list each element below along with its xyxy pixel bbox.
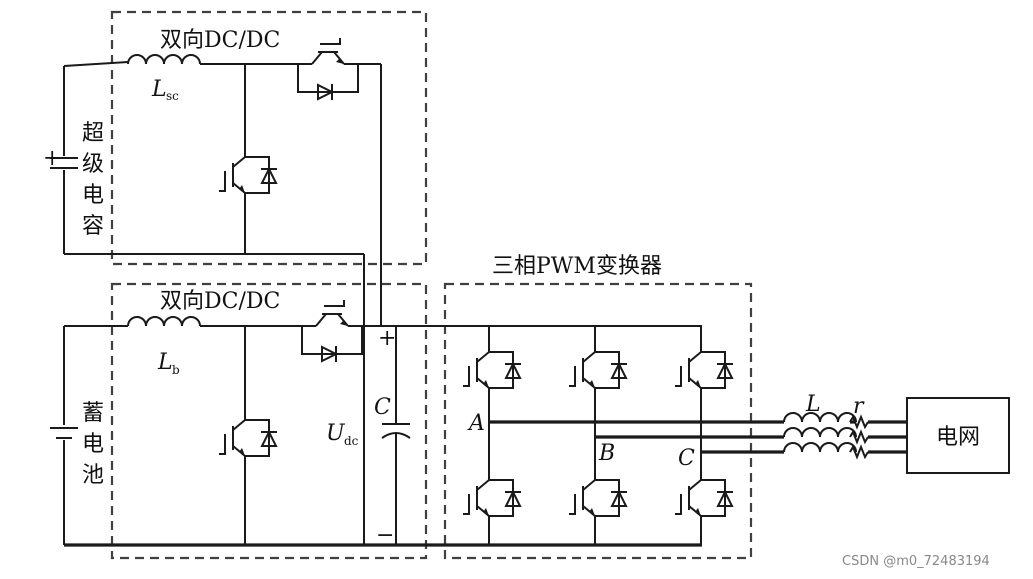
phase-c-label: C [678, 446, 695, 471]
upper-series-switch [291, 37, 365, 101]
watermark: CSDN @m0_72483194 [842, 554, 990, 569]
plus-sign: + [378, 326, 396, 351]
inverter-legs [462, 326, 734, 545]
battery-char-1: 蓄 [82, 401, 104, 426]
cap-label: C [374, 395, 391, 420]
udc-main: U [326, 421, 346, 446]
lower-series-switch [295, 299, 369, 363]
supercapacitor: + [43, 61, 364, 255]
supercap-char-2: 级 [82, 152, 104, 177]
lower-shunt-switch [218, 409, 278, 467]
udc-sub: dc [344, 434, 359, 448]
filter-l-label: L [805, 392, 821, 417]
lsc-main: L [151, 77, 167, 102]
lb-main: L [157, 350, 173, 375]
filter-r-label: r [853, 394, 865, 419]
battery [50, 325, 128, 545]
supercap-char-4: 容 [82, 214, 104, 239]
inductor-lsc [127, 54, 201, 65]
supercap-char-3: 电 [82, 183, 104, 208]
lower-converter-label: 双向DC/DC [160, 289, 280, 314]
inductor-lb [127, 316, 201, 327]
svg-text:+: + [43, 146, 61, 171]
upper-converter-label: 双向DC/DC [160, 28, 280, 53]
lower-dcdc-box [110, 282, 428, 560]
battery-char-2: 电 [82, 432, 104, 457]
minus-sign: − [376, 523, 394, 548]
inverter-label: 三相PWM变换器 [492, 254, 662, 279]
lsc-sub: sc [166, 89, 179, 103]
phase-b-label: B [598, 441, 615, 466]
battery-char-3: 池 [82, 463, 104, 488]
upper-dcdc-box [110, 10, 428, 266]
upper-shunt-switch [218, 146, 278, 204]
phase-lines [489, 412, 907, 458]
phase-a-label: A [467, 411, 485, 436]
grid-box [906, 397, 1010, 474]
dc-capacitor [381, 326, 411, 545]
grid-label: 电网 [936, 425, 980, 450]
lb-sub: b [172, 363, 180, 377]
supercap-char-1: 超 [82, 121, 104, 146]
